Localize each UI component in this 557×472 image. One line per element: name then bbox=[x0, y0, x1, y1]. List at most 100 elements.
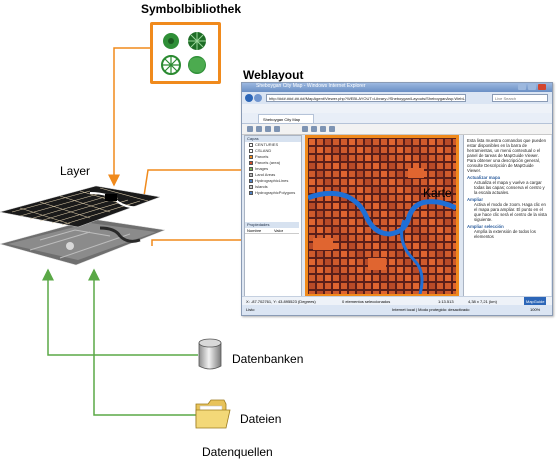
select-icon[interactable] bbox=[274, 126, 280, 132]
zoom-out-icon[interactable] bbox=[256, 126, 262, 132]
map-block bbox=[325, 251, 331, 257]
map-block bbox=[333, 163, 339, 169]
task-section-zoom-title[interactable]: Ampliar bbox=[467, 197, 483, 202]
layer-item[interactable]: CENTURIES bbox=[245, 142, 301, 148]
map-block bbox=[381, 203, 387, 209]
pan-icon[interactable] bbox=[265, 126, 271, 132]
task-pane-intro: Esta lista muestra comandos que pueden e… bbox=[467, 138, 547, 173]
map-block bbox=[309, 171, 315, 177]
map-block bbox=[333, 155, 339, 161]
address-field[interactable]: http://###.###.##.##/MapAgent/Viewer.php… bbox=[266, 94, 466, 102]
vector-layer bbox=[0, 185, 161, 228]
layer-item[interactable]: HydrographicPolygons bbox=[245, 190, 301, 196]
map-block bbox=[413, 219, 419, 225]
zoom-in-icon[interactable] bbox=[247, 126, 253, 132]
map-block bbox=[317, 211, 323, 217]
map-block bbox=[373, 219, 379, 225]
window-close-icon[interactable] bbox=[538, 84, 546, 90]
map-block bbox=[317, 155, 323, 161]
map-block bbox=[389, 275, 395, 281]
map-view[interactable] bbox=[305, 135, 459, 297]
map-block bbox=[429, 139, 435, 145]
map-block bbox=[389, 179, 395, 185]
map-block bbox=[357, 275, 363, 281]
map-block bbox=[373, 187, 379, 193]
maximize-icon[interactable] bbox=[528, 84, 536, 90]
layer-item[interactable]: Parcels (area) bbox=[245, 160, 301, 166]
map-block bbox=[437, 267, 443, 273]
map-block bbox=[341, 227, 347, 233]
ie-zoom[interactable]: 100% bbox=[530, 307, 541, 312]
map-block bbox=[365, 283, 371, 289]
layer-item[interactable]: Images bbox=[245, 166, 301, 172]
buffer-icon[interactable] bbox=[320, 126, 326, 132]
forward-icon[interactable] bbox=[254, 94, 262, 102]
map-block bbox=[309, 235, 315, 241]
map-block bbox=[453, 147, 456, 153]
layer-item-label: Land Areas bbox=[255, 172, 276, 177]
tab-sheboygan[interactable]: Sheboygan City Map bbox=[258, 114, 314, 123]
map-block bbox=[349, 203, 355, 209]
map-block bbox=[365, 291, 371, 294]
map-block bbox=[429, 283, 435, 289]
map-block bbox=[421, 219, 427, 225]
layer-item-label: CSLAND bbox=[255, 148, 272, 153]
map-block bbox=[421, 211, 427, 217]
map-block bbox=[381, 163, 387, 169]
map-block bbox=[381, 211, 387, 217]
map-block bbox=[437, 195, 443, 201]
map-block bbox=[405, 155, 411, 161]
map-block bbox=[309, 267, 315, 273]
map-block bbox=[317, 267, 323, 273]
map-block bbox=[429, 267, 435, 273]
map-block bbox=[373, 203, 379, 209]
map-block bbox=[421, 187, 427, 193]
map-block bbox=[381, 283, 387, 289]
map-block bbox=[445, 219, 451, 225]
map-block bbox=[349, 235, 355, 241]
database-to-layer-line bbox=[42, 268, 198, 356]
map-block bbox=[453, 243, 456, 249]
refresh-icon[interactable] bbox=[302, 126, 308, 132]
task-section-refresh-title[interactable]: Actualizar mapa bbox=[467, 175, 500, 180]
map-block bbox=[445, 179, 451, 185]
minimize-icon[interactable] bbox=[518, 84, 526, 90]
map-block bbox=[373, 283, 379, 289]
map-block bbox=[349, 211, 355, 217]
map-block bbox=[381, 179, 387, 185]
map-block bbox=[421, 147, 427, 153]
layer-item[interactable]: Land Areas bbox=[245, 172, 301, 178]
back-icon[interactable] bbox=[245, 94, 253, 102]
map-block bbox=[349, 163, 355, 169]
map-block bbox=[445, 259, 451, 265]
search-input[interactable]: Live Search bbox=[492, 94, 548, 102]
map-block bbox=[437, 275, 443, 281]
map-block bbox=[309, 259, 315, 265]
map-block bbox=[357, 235, 363, 241]
map-block bbox=[333, 219, 339, 225]
map-block bbox=[317, 147, 323, 153]
map-block bbox=[437, 219, 443, 225]
map-block bbox=[333, 147, 339, 153]
map-block bbox=[309, 291, 315, 294]
print-icon[interactable] bbox=[329, 126, 335, 132]
map-block bbox=[357, 195, 363, 201]
layer-item[interactable]: Parcels bbox=[245, 154, 301, 160]
ie-status-bar: Listo Internet local | Modo protegido: d… bbox=[242, 305, 552, 315]
map-block bbox=[453, 187, 456, 193]
task-section-zoomsel-title[interactable]: Ampliar selección bbox=[467, 224, 504, 229]
map-block bbox=[389, 251, 395, 257]
map-block bbox=[317, 139, 323, 145]
map-block bbox=[429, 179, 435, 185]
map-block bbox=[413, 187, 419, 193]
map-block bbox=[405, 243, 411, 249]
layer-item[interactable]: HydrographicLines bbox=[245, 178, 301, 184]
properties-header-name: Nombre bbox=[247, 228, 262, 233]
layer-item[interactable]: CSLAND bbox=[245, 148, 301, 154]
map-block bbox=[317, 275, 323, 281]
measure-icon[interactable] bbox=[311, 126, 317, 132]
layer-swatch-icon bbox=[249, 172, 253, 177]
layer-item[interactable]: Islands bbox=[245, 184, 301, 190]
map-block bbox=[405, 203, 411, 209]
